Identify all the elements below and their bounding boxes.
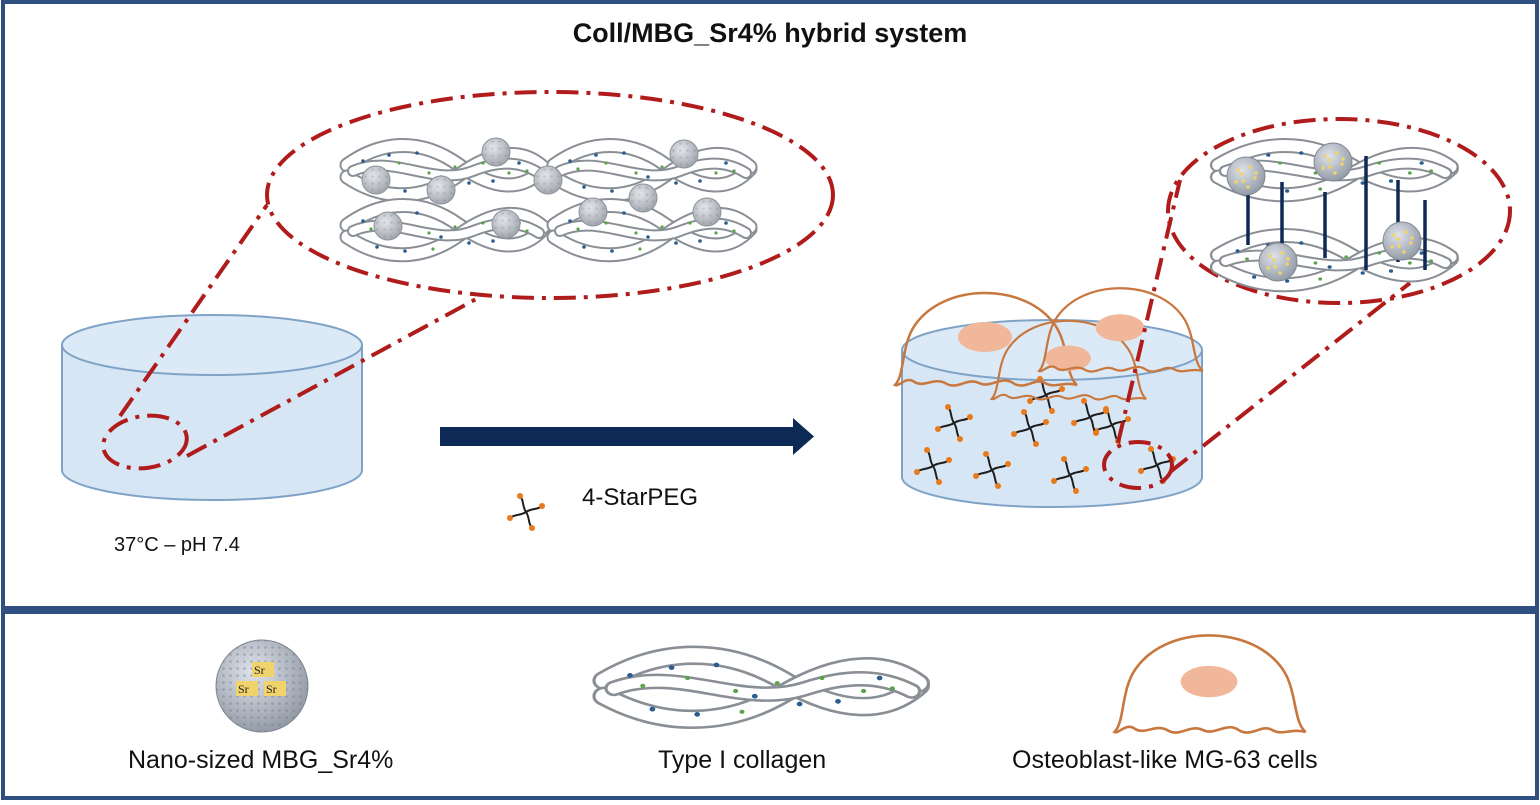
legend-label-cells: Osteoblast-like MG-63 cells [1012, 746, 1318, 774]
star-peg-label: 4-StarPEG [582, 484, 699, 511]
legend-label-mbg: Nano-sized MBG_Sr4% [128, 746, 394, 774]
right-callout [1102, 117, 1512, 490]
star-peg-icon [506, 492, 546, 532]
legend-label-collagen: Type I collagen [658, 746, 827, 774]
left-zoom-network [347, 137, 750, 255]
mbg-nanoparticle-icon: Sr Sr Sr [215, 639, 309, 733]
legend-panel-frame [1, 610, 1539, 800]
ion-label: Sr [266, 682, 277, 696]
right-zoom-network [1219, 143, 1450, 285]
collagen-fiber-icon [604, 655, 918, 719]
diagram-title: Coll/MBG_Sr4% hybrid system [572, 18, 968, 48]
left-callout [101, 90, 835, 471]
ion-label: Sr [238, 682, 249, 696]
main-panel-frame [1, 0, 1539, 610]
reaction-arrow [440, 418, 814, 455]
condition-label: 37°C – pH 7.4 [114, 534, 240, 556]
left-hydrogel-cylinder [61, 314, 363, 501]
osteoblast-cell-icon [1113, 634, 1307, 734]
ion-label: Sr [254, 663, 265, 677]
